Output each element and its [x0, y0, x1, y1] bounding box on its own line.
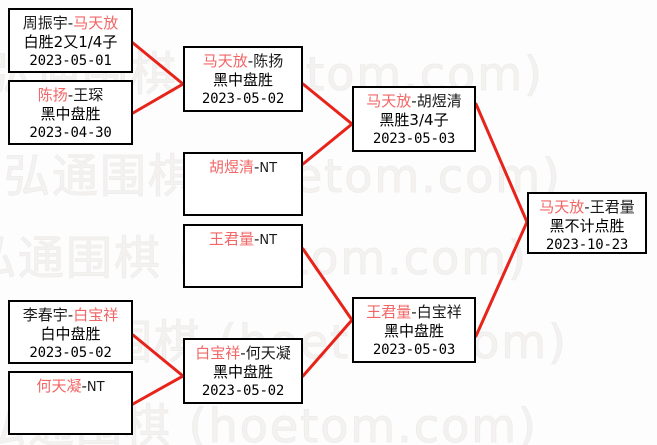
- match-date: 2023-05-03: [372, 342, 456, 358]
- player-separator: -: [81, 377, 87, 395]
- match-result: 黑中盘胜: [40, 105, 101, 123]
- player-separator: -: [67, 86, 74, 104]
- match-players: 王君量-NT: [185, 230, 301, 250]
- player-right: 白宝祥: [416, 303, 462, 321]
- match-date: 2023-05-02: [29, 345, 112, 361]
- match-result: 黑中盘胜: [212, 71, 273, 89]
- player-right: 何天凝: [245, 344, 291, 362]
- player-right: NT: [259, 161, 278, 176]
- connector-r2-to-r3-bottom: [301, 247, 354, 378]
- match-players: 李春宇-白宝祥: [10, 306, 131, 325]
- player-left: 陈扬: [37, 86, 68, 104]
- match-players: 胡煜清-NT: [185, 158, 301, 178]
- match-node[interactable]: 马天放-胡煜清 黑胜3/4子 2023-05-03: [352, 86, 476, 152]
- player-left: 李春宇: [22, 306, 68, 324]
- match-node[interactable]: 白宝祥-何天凝 黑中盘胜 2023-05-02: [183, 338, 303, 404]
- match-result: 黑不计点胜: [549, 217, 625, 235]
- player-right: NT: [259, 233, 278, 248]
- connector-r1-to-r2-bottom: [131, 333, 186, 406]
- player-right: 白宝祥: [73, 306, 119, 324]
- match-players: 马天放-胡煜清: [354, 92, 474, 111]
- player-right: 陈扬: [253, 52, 284, 70]
- match-node[interactable]: 何天凝-NT: [8, 371, 133, 435]
- player-left: 马天放: [202, 52, 248, 70]
- match-players: 何天凝-NT: [10, 377, 131, 397]
- player-left: 周振宇: [22, 14, 68, 32]
- match-players: 马天放-王君量: [529, 198, 645, 217]
- match-node[interactable]: 马天放-陈扬 黑中盘胜 2023-05-02: [183, 46, 303, 112]
- match-node[interactable]: 陈扬-王琛 黑中盘胜 2023-04-30: [8, 80, 133, 145]
- player-right: NT: [86, 380, 105, 395]
- connector-r3-to-final: [474, 102, 529, 338]
- match-node[interactable]: 胡煜清-NT: [183, 152, 303, 216]
- match-players: 陈扬-王琛: [10, 86, 131, 105]
- player-left: 白宝祥: [195, 344, 241, 362]
- match-date: 2023-05-03: [372, 131, 456, 147]
- match-node[interactable]: 李春宇-白宝祥 白中盘胜 2023-05-02: [8, 300, 133, 364]
- match-result: 白胜2又1/4子: [23, 33, 118, 51]
- match-date: 2023-10-23: [545, 237, 629, 253]
- player-left: 马天放: [366, 92, 412, 110]
- connector-r2-to-r3-top: [301, 82, 355, 166]
- player-separator: -: [584, 198, 590, 216]
- player-left: 王君量: [208, 230, 254, 248]
- player-right: 胡煜清: [416, 92, 462, 110]
- match-node-final[interactable]: 马天放-王君量 黑不计点胜 2023-10-23: [527, 192, 647, 254]
- player-separator: -: [411, 303, 417, 321]
- player-left: 何天凝: [36, 377, 82, 395]
- player-separator: -: [67, 14, 74, 32]
- player-right: 王琛: [73, 86, 104, 104]
- player-left: 胡煜清: [208, 158, 254, 176]
- player-right: 马天放: [73, 14, 119, 32]
- connector-r1-to-r2-top: [131, 41, 186, 115]
- match-players: 周振宇-马天放: [10, 14, 131, 33]
- match-result: 黑中盘胜: [212, 363, 273, 381]
- match-node[interactable]: 周振宇-马天放 白胜2又1/4子 2023-05-01: [8, 8, 133, 73]
- player-separator: -: [411, 92, 417, 110]
- match-date: 2023-04-30: [29, 125, 112, 141]
- player-separator: -: [253, 230, 260, 248]
- match-node[interactable]: 王君量-NT: [183, 224, 303, 288]
- match-players: 王君量-白宝祥: [354, 303, 474, 322]
- player-separator: -: [240, 344, 246, 362]
- match-players: 马天放-陈扬: [185, 52, 301, 71]
- match-result: 黑中盘胜: [383, 322, 444, 340]
- match-result: 白中盘胜: [40, 325, 101, 343]
- match-players: 白宝祥-何天凝: [185, 344, 301, 363]
- player-left: 王君量: [366, 303, 412, 321]
- player-right: 王君量: [589, 198, 635, 216]
- player-separator: -: [253, 158, 260, 176]
- match-date: 2023-05-02: [201, 383, 285, 399]
- player-separator: -: [67, 306, 74, 324]
- match-node[interactable]: 王君量-白宝祥 黑中盘胜 2023-05-03: [352, 297, 476, 363]
- match-date: 2023-05-02: [201, 91, 285, 107]
- player-left: 马天放: [539, 198, 585, 216]
- player-separator: -: [247, 52, 254, 70]
- match-result: 黑胜3/4子: [379, 111, 449, 129]
- match-date: 2023-05-01: [29, 53, 112, 69]
